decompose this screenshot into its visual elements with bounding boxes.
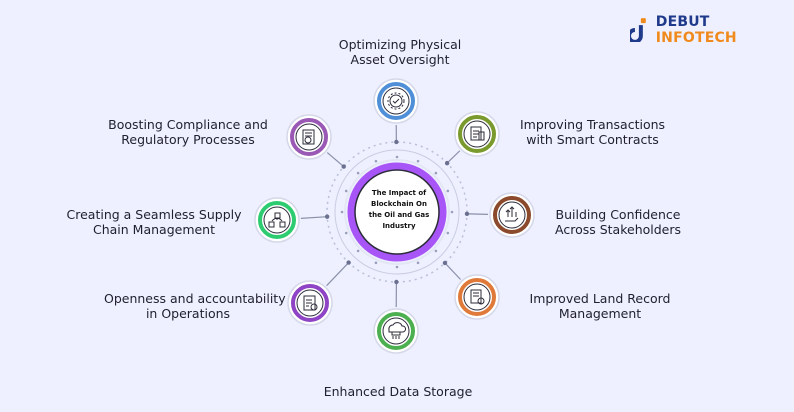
ring-dot bbox=[434, 249, 438, 253]
connector-dot bbox=[464, 211, 470, 217]
ring-dot bbox=[450, 210, 454, 214]
ring-dot bbox=[344, 189, 348, 193]
brand-name: DEBUT INFOTECH bbox=[656, 14, 794, 46]
label-line: Regulatory Processes bbox=[121, 132, 255, 147]
gear-check-icon bbox=[387, 92, 405, 110]
center-halo bbox=[344, 159, 450, 265]
ring-dot bbox=[446, 231, 450, 235]
center-title-line: Blockchain On bbox=[371, 200, 427, 208]
label-line: with Smart Contracts bbox=[526, 132, 659, 147]
label-seamless-supply-chain: Creating a Seamless Supply Chain Managem… bbox=[66, 207, 242, 237]
outer-thin-ring bbox=[334, 149, 460, 275]
supply-chain-icon bbox=[268, 212, 286, 228]
debut-logo-icon bbox=[630, 18, 646, 42]
connector-line bbox=[326, 152, 343, 166]
brand-logo: DEBUT INFOTECH bbox=[630, 14, 794, 46]
checklist-icon bbox=[303, 295, 318, 311]
label-improving-transactions: Improving Transactions with Smart Contra… bbox=[520, 117, 665, 147]
ring-dot bbox=[374, 261, 378, 265]
label-line: Asset Oversight bbox=[350, 52, 450, 67]
label-line: Enhanced Data Storage bbox=[323, 384, 473, 399]
label-optimizing-physical-asset-oversight: Optimizing Physical Asset Oversight bbox=[320, 37, 480, 67]
connector-line bbox=[326, 263, 348, 287]
connector-dot bbox=[341, 164, 346, 169]
ring-dot bbox=[395, 155, 399, 159]
brand-name-part2: INFOTECH bbox=[655, 30, 737, 46]
center-title: The Impact of Blockchain On the Oil and … bbox=[357, 188, 441, 232]
node-inner-disc bbox=[463, 283, 491, 311]
ring-dot bbox=[416, 261, 420, 265]
label-line: Management bbox=[558, 306, 642, 321]
compliance-document-icon bbox=[302, 129, 315, 145]
center-purple-ring bbox=[347, 162, 447, 262]
growth-hand-icon bbox=[505, 206, 519, 222]
label-line: Improved Land Record bbox=[529, 291, 671, 306]
connector-dot bbox=[324, 214, 330, 219]
brand-name-part1: DEBUT bbox=[655, 14, 710, 30]
ring-dot bbox=[356, 171, 360, 175]
ring-dot bbox=[446, 189, 450, 193]
label-improved-land-record: Improved Land Record Management bbox=[522, 291, 678, 321]
label-line: Openness and accountability bbox=[104, 291, 286, 306]
record-gear-icon bbox=[470, 289, 485, 305]
connector-dot bbox=[444, 160, 450, 166]
label-line: Boosting Compliance and bbox=[108, 117, 268, 132]
center-title-line: Industry bbox=[382, 222, 416, 230]
center-title-line: The Impact of bbox=[371, 189, 427, 197]
label-line: Improving Transactions bbox=[520, 117, 666, 132]
connector-dot bbox=[394, 279, 399, 285]
ring-dot bbox=[344, 231, 348, 235]
cloud-storage-icon bbox=[388, 322, 407, 339]
label-enhanced-data-storage: Enhanced Data Storage bbox=[310, 384, 486, 399]
label-line: in Operations bbox=[145, 306, 231, 321]
label-boosting-compliance: Boosting Compliance and Regulatory Proce… bbox=[106, 117, 270, 147]
connector-dot bbox=[442, 260, 448, 266]
ring-dot bbox=[374, 159, 378, 163]
node-inner-disc bbox=[382, 87, 410, 115]
center-title-line: the Oil and Gas bbox=[368, 211, 430, 219]
ring-dot bbox=[416, 159, 420, 163]
label-line: Optimizing Physical bbox=[338, 37, 462, 52]
ring-dot bbox=[356, 249, 360, 253]
connector-dot bbox=[346, 260, 351, 265]
node-inner-disc bbox=[382, 317, 410, 345]
ring-dot bbox=[340, 210, 344, 214]
connector-line bbox=[300, 216, 326, 220]
label-building-confidence: Building Confidence Across Stakeholders bbox=[555, 207, 681, 237]
connector-line bbox=[445, 264, 461, 280]
label-line: Building Confidence bbox=[555, 207, 681, 222]
ring-dot bbox=[395, 265, 399, 269]
label-line: Across Stakeholders bbox=[555, 222, 682, 237]
ring-dot bbox=[434, 171, 438, 175]
connector-line bbox=[448, 150, 461, 163]
contract-document-icon bbox=[470, 126, 485, 141]
connector-dot bbox=[394, 139, 399, 145]
center-disc bbox=[354, 169, 440, 255]
label-openness-accountability: Openness and accountability in Operation… bbox=[104, 291, 286, 321]
label-line: Chain Management bbox=[92, 222, 216, 237]
label-line: Creating a Seamless Supply bbox=[66, 207, 242, 222]
